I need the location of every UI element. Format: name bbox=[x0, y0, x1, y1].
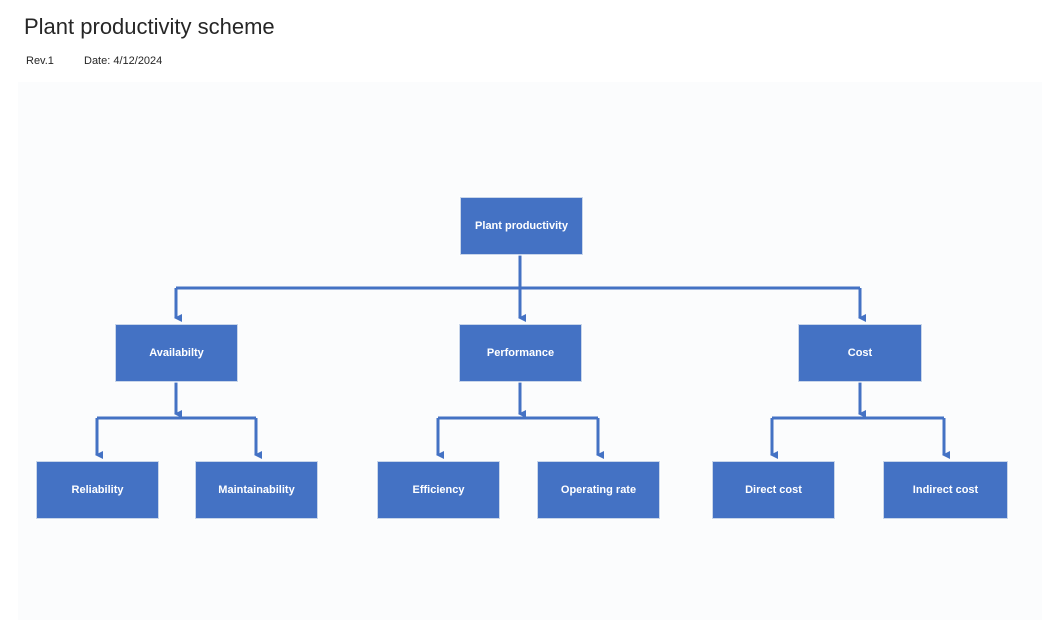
node-reliability: Reliability bbox=[36, 461, 159, 519]
revision-info: Rev.1 Date: 4/12/2024 bbox=[26, 55, 162, 67]
node-cost: Cost bbox=[798, 324, 922, 382]
node-availability: Availabilty bbox=[115, 324, 238, 382]
date-label: Date: 4/12/2024 bbox=[84, 55, 163, 67]
node-operating-rate: Operating rate bbox=[537, 461, 660, 519]
node-performance: Performance bbox=[459, 324, 582, 382]
revision-label: Rev.1 bbox=[26, 55, 54, 67]
node-plant-productivity: Plant productivity bbox=[460, 197, 583, 255]
node-efficiency: Efficiency bbox=[377, 461, 500, 519]
node-indirect-cost: Indirect cost bbox=[883, 461, 1008, 519]
page-title: Plant productivity scheme bbox=[24, 14, 275, 39]
node-maintainability: Maintainability bbox=[195, 461, 318, 519]
node-direct-cost: Direct cost bbox=[712, 461, 835, 519]
